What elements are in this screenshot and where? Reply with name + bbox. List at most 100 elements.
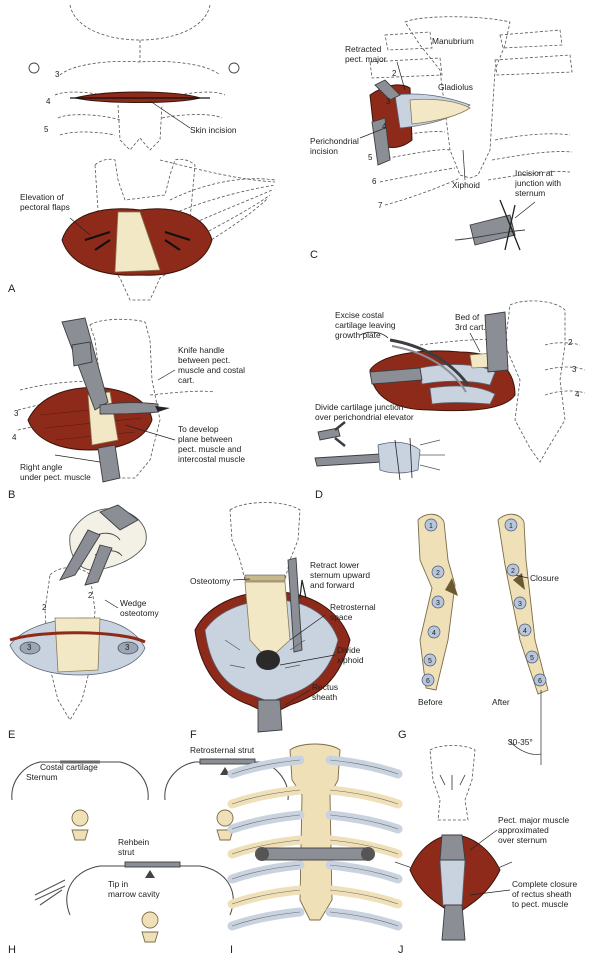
after-rib-number: 6: [538, 678, 542, 685]
g-before-rib-numbers: 1 2 3 4 5 6: [421, 518, 445, 687]
before-rib-marker: [431, 565, 445, 579]
rib-label-c6: 6: [372, 177, 377, 186]
tip-label-1: Tip in: [108, 879, 129, 889]
rib-label-c7: 7: [378, 201, 383, 210]
rib-right: [325, 785, 403, 809]
angle-label: 30-35°: [508, 737, 533, 747]
panel-letter-d: D: [315, 489, 323, 501]
rib-outline-left: [231, 839, 301, 855]
before-rib-marker: [423, 653, 437, 667]
wedge-label-2: osteotomy: [120, 608, 159, 618]
panel-f: Osteotomy Retract lower sternum upward a…: [190, 502, 376, 741]
rib-outline-left: [231, 889, 301, 905]
rib-right: [325, 810, 403, 834]
panel-letter-e: E: [8, 729, 15, 741]
after-rib-number: 3: [518, 601, 522, 608]
retrosternal-strut-label: Retrosternal strut: [190, 745, 255, 755]
panel-i-ribs: [227, 755, 403, 931]
develop-plane-label-4: intercostal muscle: [178, 454, 245, 464]
rib-label-e2b: 2: [88, 591, 93, 600]
rib-outline-left: [231, 911, 301, 927]
panel-d: Excise costal cartilage leaving growth p…: [314, 300, 586, 501]
excise-label-3: growth plate: [335, 330, 381, 340]
complete-closure-label-3: to pect. muscle: [512, 899, 569, 909]
rib-right: [325, 860, 403, 884]
divide-xiphoid-label-1: Divide: [337, 645, 361, 655]
after-rib-marker: [518, 623, 532, 637]
rib-label-4: 4: [46, 97, 51, 106]
rehbein-label-2: strut: [118, 847, 135, 857]
after-rib-marker: [506, 563, 520, 577]
rib-label-d4: 4: [575, 390, 580, 399]
panel-letter-f: F: [190, 729, 197, 741]
rib-outline-right: [329, 759, 399, 775]
after-rib-marker: [513, 596, 527, 610]
retract-label-1: Retract lower: [310, 560, 360, 570]
rib-outline-right: [329, 839, 399, 855]
incision-junction-label-3: sternum: [515, 188, 545, 198]
rib-label-c2: 2: [392, 69, 397, 78]
after-rib-number: 2: [511, 568, 515, 575]
before-rib-number: 5: [428, 658, 432, 665]
rib-label-c5: 5: [368, 153, 373, 162]
rib-outline-right: [329, 911, 399, 927]
osteotomy-label: Osteotomy: [190, 576, 231, 586]
rectus-label-1: Rectus: [312, 682, 338, 692]
xiphoid-label: Xiphoid: [452, 180, 480, 190]
panel-letter-b: B: [8, 489, 15, 501]
costal-cartilage-label: Costal cartilage: [40, 762, 98, 772]
develop-plane-label-3: pect. muscle and: [178, 444, 242, 454]
rehbein-label-1: Rehbein: [118, 837, 150, 847]
panel-c: Retracted pect. major Manubrium Gladiolu…: [310, 16, 573, 261]
before-rib-marker: [427, 625, 441, 639]
rib-right: [325, 907, 403, 931]
before-rib-marker: [421, 673, 435, 687]
after-rib-number: 5: [530, 655, 534, 662]
perichondrial-label-2: incision: [310, 146, 338, 156]
rib-label-c4: 4: [382, 122, 387, 131]
rib-outline-right: [329, 889, 399, 905]
rib-outline-left: [231, 789, 301, 805]
sternum-label: Sternum: [26, 772, 58, 782]
rib-label-3: 3: [55, 70, 60, 79]
retract-label-3: and forward: [310, 580, 355, 590]
retracted-label-2: pect. major: [345, 54, 387, 64]
after-rib-marker: [533, 673, 547, 687]
panel-letter-c: C: [310, 249, 318, 261]
incision-junction-label-1: Incision at: [515, 168, 553, 178]
after-label: After: [492, 697, 510, 707]
gladiolus-label: Gladiolus: [438, 82, 473, 92]
panel-j: Pect. major muscle approximated over ste…: [394, 745, 578, 956]
incision-junction-label-2: junction with: [514, 178, 561, 188]
develop-plane-label-2: plane between: [178, 434, 233, 444]
skin-incision-label: Skin incision: [190, 125, 237, 135]
elevation-label-1: Elevation of: [20, 192, 64, 202]
panel-letter-g: G: [398, 729, 407, 741]
rib-label-b3: 3: [14, 409, 19, 418]
excise-label-1: Excise costal: [335, 310, 384, 320]
before-rib-number: 3: [436, 600, 440, 607]
before-label: Before: [418, 697, 443, 707]
rib-left: [227, 810, 305, 834]
before-rib-number: 6: [426, 678, 430, 685]
rib-label-d3: 3: [572, 365, 577, 374]
rib-left: [227, 907, 305, 931]
panel-h: Costal cartilage Sternum Retrosternal st…: [8, 745, 289, 956]
divide-label-1: Divide cartilage junction: [315, 402, 404, 412]
before-rib-number: 2: [436, 570, 440, 577]
retract-label-2: sternum upward: [310, 570, 370, 580]
before-rib-marker: [431, 595, 445, 609]
rib-label-d2: 2: [568, 338, 573, 347]
rib-label-e3b: 3: [125, 643, 130, 652]
after-rib-marker: [504, 518, 518, 532]
rectus-label-1b: sheath: [312, 692, 337, 702]
rib-label-5: 5: [44, 125, 49, 134]
before-rib-number: 1: [429, 523, 433, 530]
wedge-label-1: Wedge: [120, 598, 147, 608]
right-angle-label-2: under pect. muscle: [20, 472, 91, 482]
rib-left: [227, 860, 305, 884]
rib-left: [227, 785, 305, 809]
before-rib-number: 4: [432, 630, 436, 637]
